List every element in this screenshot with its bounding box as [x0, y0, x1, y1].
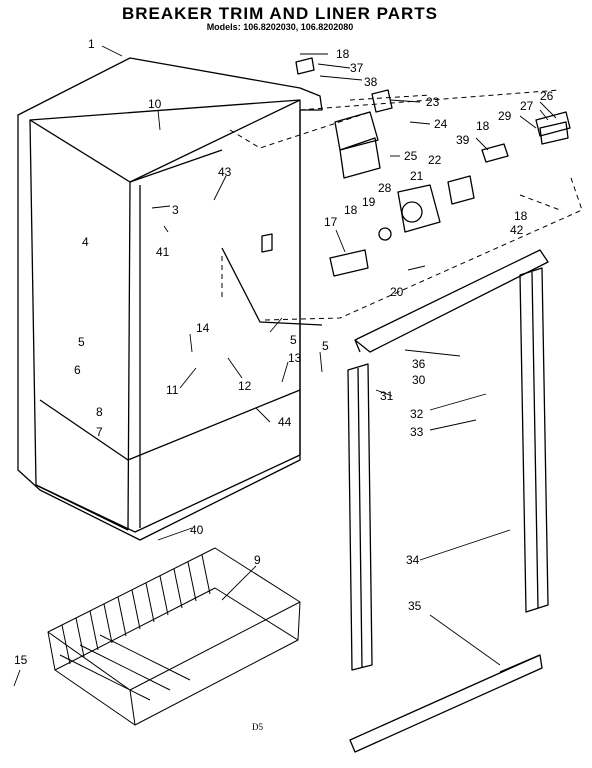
model-numbers: Models: 106.8202030, 106.8202080: [206, 22, 354, 32]
liner-cabinet: [17, 57, 323, 541]
callout-9: 9: [254, 553, 261, 567]
callout-30: 30: [412, 373, 426, 387]
callout-1: 1: [88, 37, 95, 51]
callout-22: 22: [428, 153, 442, 167]
callout-28: 28: [378, 181, 392, 195]
leader-lines: [13, 45, 557, 687]
control-parts: [261, 57, 571, 277]
callout-33: 33: [410, 425, 424, 439]
callout-13: 13: [288, 351, 302, 365]
callout-18: 18: [344, 203, 358, 217]
callout-3: 3: [172, 203, 179, 217]
callout-4: 4: [82, 235, 89, 249]
callout-12: 12: [238, 379, 252, 393]
callout-19: 19: [362, 195, 376, 209]
callout-37: 37: [350, 61, 364, 75]
callout-32: 32: [410, 407, 424, 421]
callout-35: 35: [408, 599, 422, 613]
callout-15: 15: [14, 653, 28, 667]
callout-8: 8: [96, 405, 103, 419]
callout-17: 17: [324, 215, 338, 229]
callout-25: 25: [404, 149, 418, 163]
callout-29: 29: [498, 109, 512, 123]
callout-5: 5: [290, 333, 297, 347]
callout-26: 26: [540, 89, 554, 103]
callout-36: 36: [412, 357, 426, 371]
wire-basket: [47, 547, 301, 726]
callout-labels: 1 18 37 38 10 23 24 26 27 29 18 39 25 22…: [14, 37, 554, 732]
callout-7: 7: [96, 425, 103, 439]
callout-10: 10: [148, 97, 162, 111]
callout-14: 14: [196, 321, 210, 335]
callout-41: 41: [156, 245, 170, 259]
callout-34: 34: [406, 553, 420, 567]
callout-42: 42: [510, 223, 524, 237]
callout-40: 40: [190, 523, 204, 537]
callout-44: 44: [278, 415, 292, 429]
callout-38: 38: [364, 75, 378, 89]
callout-5: 5: [322, 339, 329, 353]
callout-39: 39: [456, 133, 470, 147]
callout-27: 27: [520, 99, 534, 113]
callout-24: 24: [434, 117, 448, 131]
callout-11: 11: [166, 383, 179, 397]
callout-18: 18: [476, 119, 490, 133]
breaker-trim: [347, 249, 549, 753]
callout-20: 20: [390, 285, 404, 299]
callout-5: 5: [78, 335, 85, 349]
callout-6: 6: [74, 363, 81, 377]
callout-43: 43: [218, 165, 232, 179]
callout-18: 18: [336, 47, 350, 61]
callout-18: 18: [514, 209, 528, 223]
callout-23: 23: [426, 95, 440, 109]
page-code: D5: [252, 722, 263, 732]
diagram-title: BREAKER TRIM AND LINER PARTS: [121, 4, 439, 23]
callout-31: 31: [380, 389, 394, 403]
callout-21: 21: [410, 169, 424, 183]
